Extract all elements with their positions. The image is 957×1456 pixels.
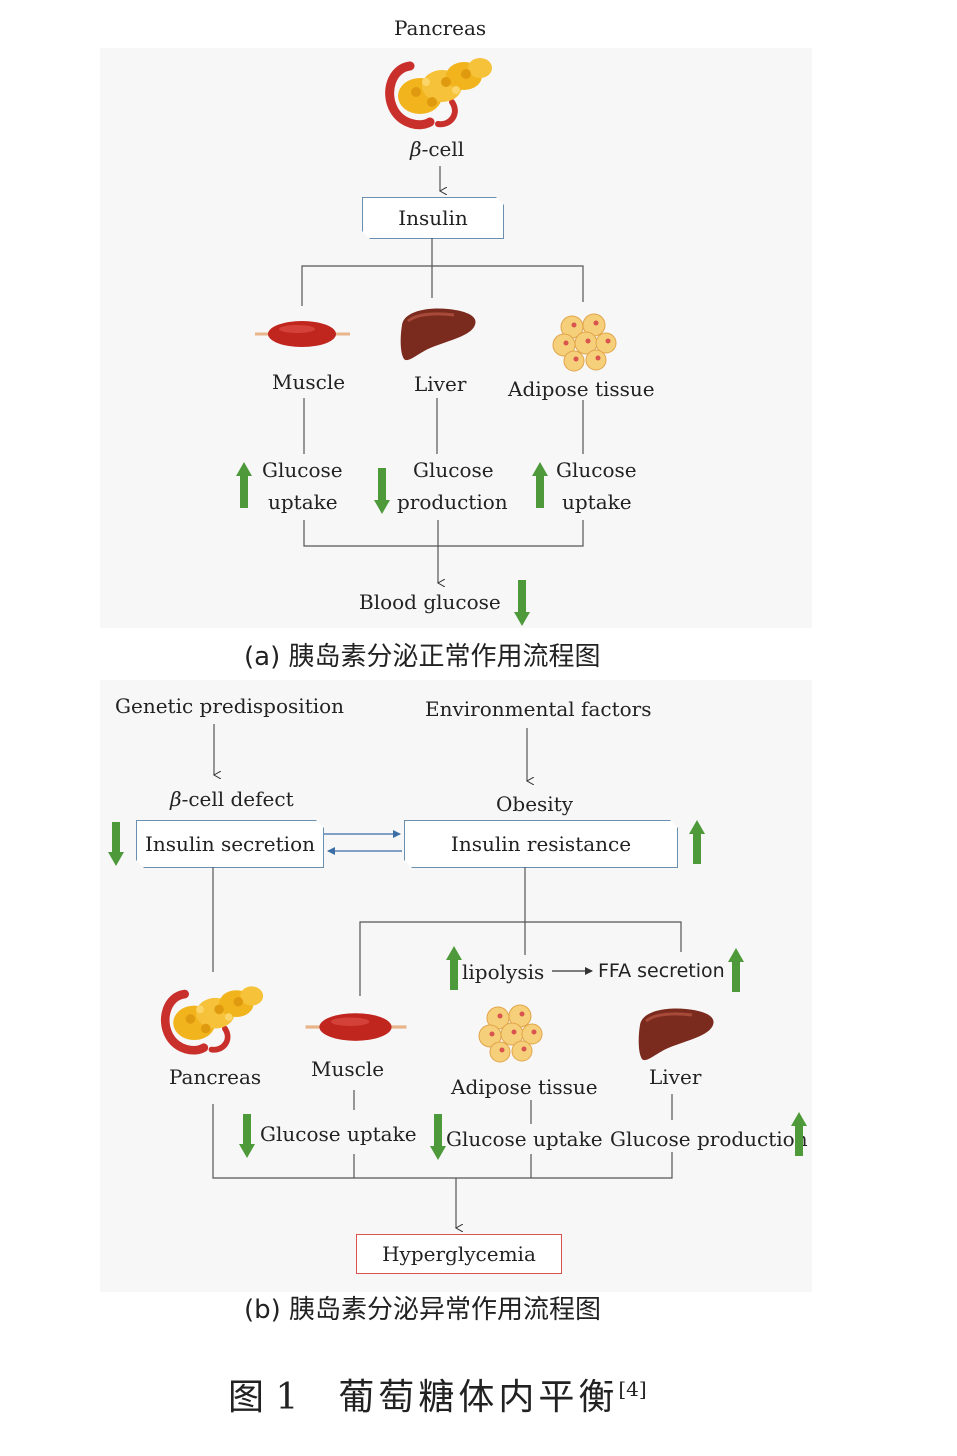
adipose-uptake-down-arrow-b: [430, 1114, 446, 1160]
muscle-icon: [255, 321, 350, 347]
adipose-effect-line1: Glucose: [556, 458, 637, 482]
liver-label: Liver: [414, 372, 467, 396]
adipose-tissue-icon: [552, 313, 617, 372]
pancreas-label-b: Pancreas: [169, 1065, 262, 1089]
figure-title: 葡萄糖体内平衡: [338, 1377, 619, 1418]
insulin-secretion-down-arrow: [108, 822, 124, 866]
environmental-factors-label: Environmental factors: [425, 697, 652, 721]
adipose-effect-line2: uptake: [562, 490, 632, 514]
hyperglycemia-label: Hyperglycemia: [382, 1242, 536, 1266]
muscle-effect-line1: Glucose: [262, 458, 343, 482]
insulin-resistance-box: Insulin resistance: [404, 820, 678, 868]
pancreas-top-label: Pancreas: [394, 16, 487, 40]
lipolysis-label: lipolysis: [462, 960, 545, 984]
liver-production-down-arrow: [374, 468, 390, 514]
muscle-label: Muscle: [272, 370, 346, 394]
liver-icon-b: [638, 1008, 714, 1061]
muscle-effect-b: Glucose uptake: [260, 1122, 417, 1146]
liver-effect-b: Glucose production: [610, 1127, 808, 1151]
muscle-uptake-down-arrow-b: [239, 1114, 255, 1158]
figure-reference: [4]: [618, 1377, 647, 1401]
genetic-predisposition-label: Genetic predisposition: [115, 694, 345, 718]
adipose-tissue-label: Adipose tissue: [508, 377, 655, 401]
insulin-label: Insulin: [398, 206, 468, 230]
caption-b: (b) 胰岛素分泌异常作用流程图: [244, 1295, 602, 1325]
beta-symbol: β: [410, 137, 422, 161]
insulin-resistance-up-arrow: [689, 820, 705, 864]
insulin-resistance-label: Insulin resistance: [450, 832, 632, 856]
insulin-secretion-box: Insulin secretion: [136, 820, 324, 868]
figure-caption: 图 1 葡萄糖体内平衡[4]: [228, 1368, 647, 1420]
beta-cell-defect-label: β-cell defect: [170, 787, 294, 811]
obesity-label: Obesity: [496, 792, 574, 816]
blood-glucose-label: Blood glucose: [359, 590, 501, 614]
liver-label-b: Liver: [649, 1065, 702, 1089]
insulin-box: Insulin: [362, 197, 504, 239]
muscle-effect-line2: uptake: [268, 490, 338, 514]
liver-effect-line1: Glucose: [413, 458, 494, 482]
liver-effect-line2: production: [397, 490, 508, 514]
beta-cell-label: β-cell: [410, 137, 464, 161]
beta-symbol-b: β: [170, 787, 182, 811]
lipolysis-up-arrow: [446, 946, 462, 990]
ffa-secretion-label: FFA secretion: [598, 960, 725, 982]
muscle-icon-b: [305, 1013, 407, 1041]
adipose-tissue-label-b: Adipose tissue: [451, 1075, 598, 1099]
muscle-uptake-up-arrow: [236, 462, 252, 508]
liver-production-up-arrow-b: [791, 1112, 807, 1156]
insulin-secretion-label: Insulin secretion: [144, 832, 315, 856]
adipose-uptake-up-arrow: [532, 462, 548, 508]
hyperglycemia-box: Hyperglycemia: [356, 1234, 562, 1274]
figure-label: 图 1: [228, 1377, 299, 1418]
liver-icon: [400, 308, 476, 361]
beta-defect-suffix: -cell defect: [181, 787, 294, 811]
caption-a: (a) 胰岛素分泌正常作用流程图: [244, 642, 601, 672]
pancreas-icon: [385, 58, 492, 130]
beta-cell-suffix: -cell: [421, 137, 465, 161]
blood-glucose-down-arrow: [514, 580, 530, 626]
ffa-secretion-up-arrow: [728, 948, 744, 992]
adipose-effect-b: Glucose uptake: [446, 1127, 603, 1151]
pancreas-icon-b: [161, 986, 264, 1055]
adipose-tissue-icon-b: [478, 1004, 543, 1063]
muscle-label-b: Muscle: [311, 1057, 385, 1081]
